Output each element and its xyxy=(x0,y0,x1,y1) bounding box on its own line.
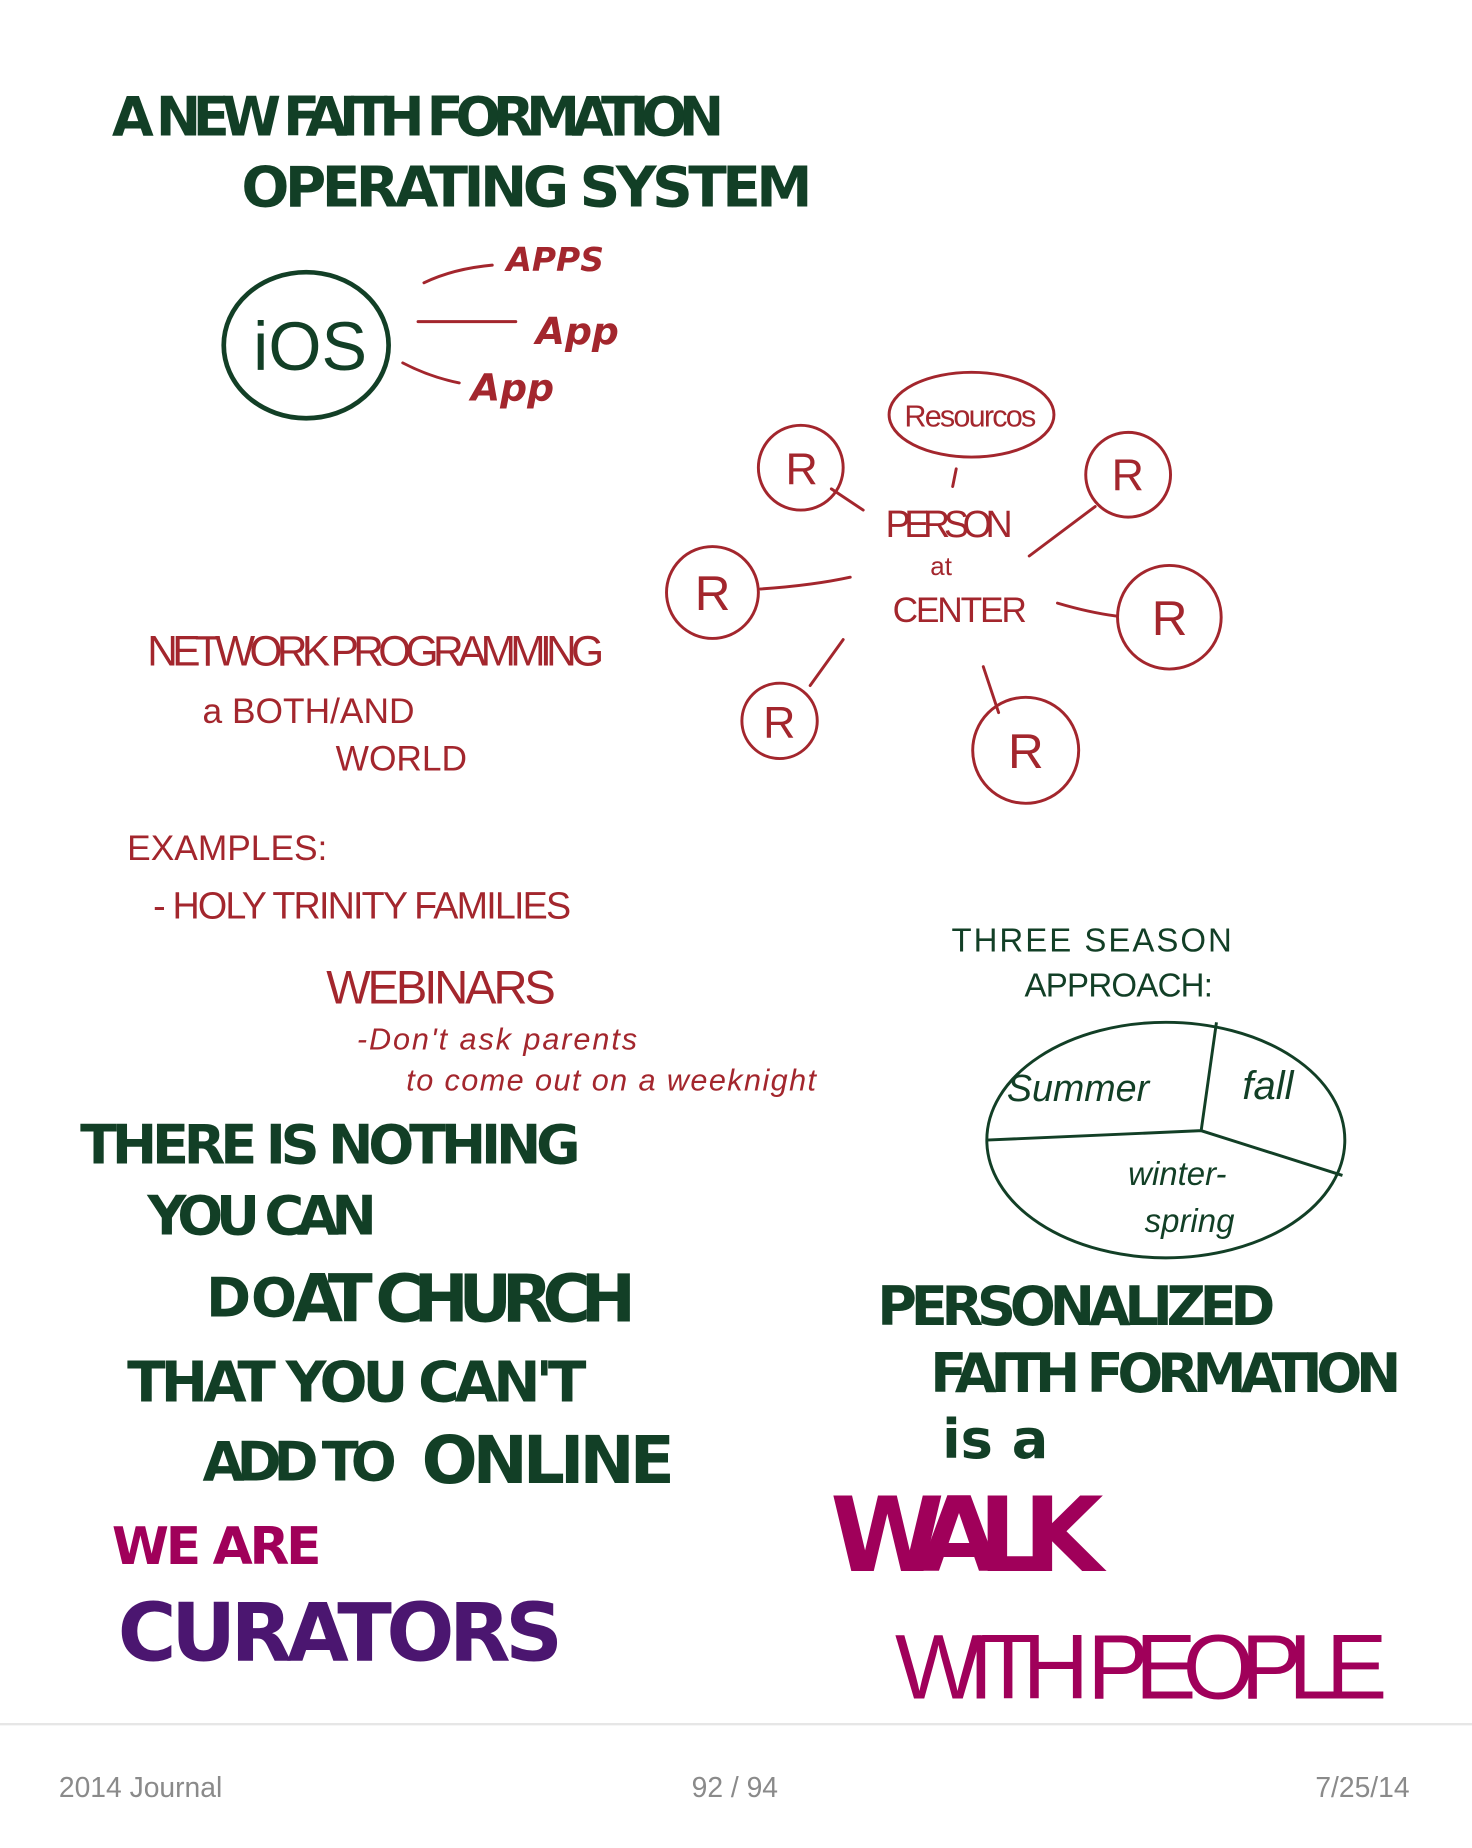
svg-text:YOU CAN: YOU CAN xyxy=(146,1184,377,1247)
season-winter: winter- xyxy=(1128,1155,1226,1192)
app-label: App xyxy=(468,366,554,410)
resource-node: R xyxy=(1084,430,1173,519)
footer-journal: 2014 Journal xyxy=(59,1771,222,1803)
examples-heading: EXAMPLES: xyxy=(127,829,327,868)
resource-node: R xyxy=(665,545,760,640)
resources-label: Resourcos xyxy=(904,399,1036,433)
personalized-line1: PERSONALIZED xyxy=(877,1275,1275,1338)
app-label: APPS xyxy=(503,240,604,279)
seasons-heading: APPROACH: xyxy=(1025,966,1213,1003)
network-programming-heading: NETWORK PROGRAMMING xyxy=(147,628,604,675)
season-spring: spring xyxy=(1145,1202,1235,1239)
center-line3: CENTER xyxy=(893,591,1027,630)
svg-text:AT CHURCH: AT CHURCH xyxy=(292,1260,636,1337)
svg-text:ONLINE: ONLINE xyxy=(422,1422,675,1499)
svg-text:THERE IS NOTHING: THERE IS NOTHING xyxy=(80,1114,580,1177)
season-summer: Summer xyxy=(1007,1067,1151,1109)
ios-circle xyxy=(221,269,391,421)
app-label: App xyxy=(533,309,619,353)
resource-node: R xyxy=(1116,563,1223,671)
title-line1: A NEW FAITH FORMATION xyxy=(112,86,724,149)
svg-text:R: R xyxy=(695,566,731,621)
network-programming-line3: WORLD xyxy=(336,739,467,778)
resource-node: R xyxy=(756,423,845,512)
resource-node: R xyxy=(971,695,1081,805)
footer-page-number: 92 / 94 xyxy=(692,1771,778,1803)
seasons-heading: THREE SEASON xyxy=(952,922,1232,959)
svg-text:ADD TO: ADD TO xyxy=(203,1430,397,1493)
network-programming-line2: a BOTH/AND xyxy=(203,692,415,731)
example-item: WEBINARS xyxy=(326,960,556,1013)
svg-text:R: R xyxy=(1112,450,1144,500)
svg-text:DO: DO xyxy=(206,1267,297,1330)
center-line2: at xyxy=(930,553,952,581)
svg-text:THAT YOU CAN'T: THAT YOU CAN'T xyxy=(127,1351,587,1416)
curators-line1: WE ARE xyxy=(112,1517,322,1577)
svg-text:R: R xyxy=(785,444,817,494)
svg-text:R: R xyxy=(1008,724,1044,779)
personalized-line5: WITH PEOPLE xyxy=(895,1616,1387,1718)
svg-text:R: R xyxy=(763,697,795,747)
personalized-line3: is a xyxy=(942,1408,1048,1471)
ios-label: iOS xyxy=(253,309,367,385)
center-line1: PERSON xyxy=(886,503,1013,545)
title-line2: OPERATING SYSTEM xyxy=(241,155,812,220)
curators-line2: CURATORS xyxy=(118,1587,563,1680)
season-fall: fall xyxy=(1242,1064,1294,1108)
example-note: -Don't ask parents xyxy=(357,1022,637,1056)
personalized-line4: WALK xyxy=(830,1476,1107,1596)
resource-node: R xyxy=(740,681,819,761)
example-note: to come out on a weeknight xyxy=(406,1064,817,1098)
svg-text:R: R xyxy=(1152,591,1188,646)
network-diagram: Resourcos PERSON at CENTER R R R R R R xyxy=(665,370,1223,805)
example-item: - HOLY TRINITY FAMILIES xyxy=(153,885,571,927)
personalized-line2: FAITH FORMATION xyxy=(930,1342,1401,1405)
ios-diagram: iOS APPS App App xyxy=(221,240,619,421)
footer-date: 7/25/14 xyxy=(1315,1771,1409,1803)
quote: THERE IS NOTHING YOU CAN DO AT CHURCH TH… xyxy=(80,1114,675,1499)
seasons-pie: Summer fall winter- spring xyxy=(985,1020,1347,1260)
